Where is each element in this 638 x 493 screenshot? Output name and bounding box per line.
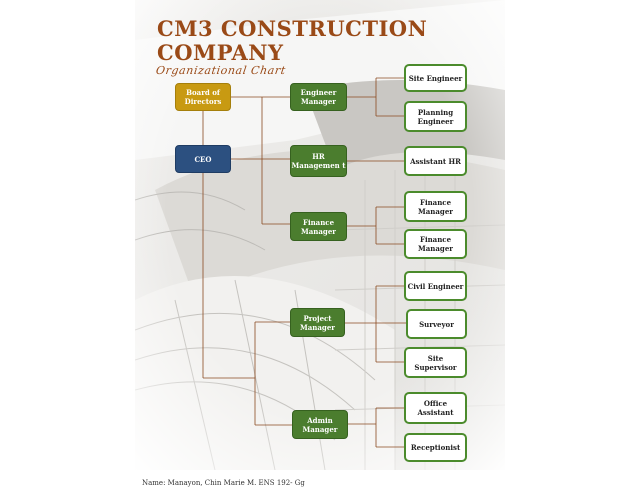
site-supervisor-box: Site Supervisor xyxy=(404,347,467,378)
assistant-hr-box: Assistant HR xyxy=(404,146,467,176)
engineer-manager-box: Engineer Manager xyxy=(290,83,347,111)
project-manager-box: Project Manager xyxy=(290,308,345,337)
office-assistant-box: Office Assistant xyxy=(404,392,467,424)
finance-manager-1-box: Finance Manager xyxy=(404,191,467,222)
hr-management-box: HR Managemen t xyxy=(290,145,347,177)
board-of-directors-box: Board of Directors xyxy=(175,83,231,111)
civil-engineer-box: Civil Engineer xyxy=(404,271,467,301)
company-title-line2: COMPANY xyxy=(157,40,284,65)
ceo-box: CEO xyxy=(175,145,231,173)
finance-manager-box: Finance Manager xyxy=(290,212,347,241)
receptionist-box: Receptionist xyxy=(404,433,467,462)
planning-engineer-box: Planning Engineer xyxy=(404,101,467,132)
finance-manager-2-box: Finance Manager xyxy=(404,229,467,259)
company-title-line1: CM3 CONSTRUCTION xyxy=(157,16,428,41)
site-engineer-box: Site Engineer xyxy=(404,64,467,92)
admin-manager-box: Admin Manager xyxy=(292,410,348,439)
author-footer: Name: Manayon, Chin Marie M. ENS 192- Gg xyxy=(142,479,305,487)
surveyor-box: Surveyor xyxy=(406,309,467,339)
